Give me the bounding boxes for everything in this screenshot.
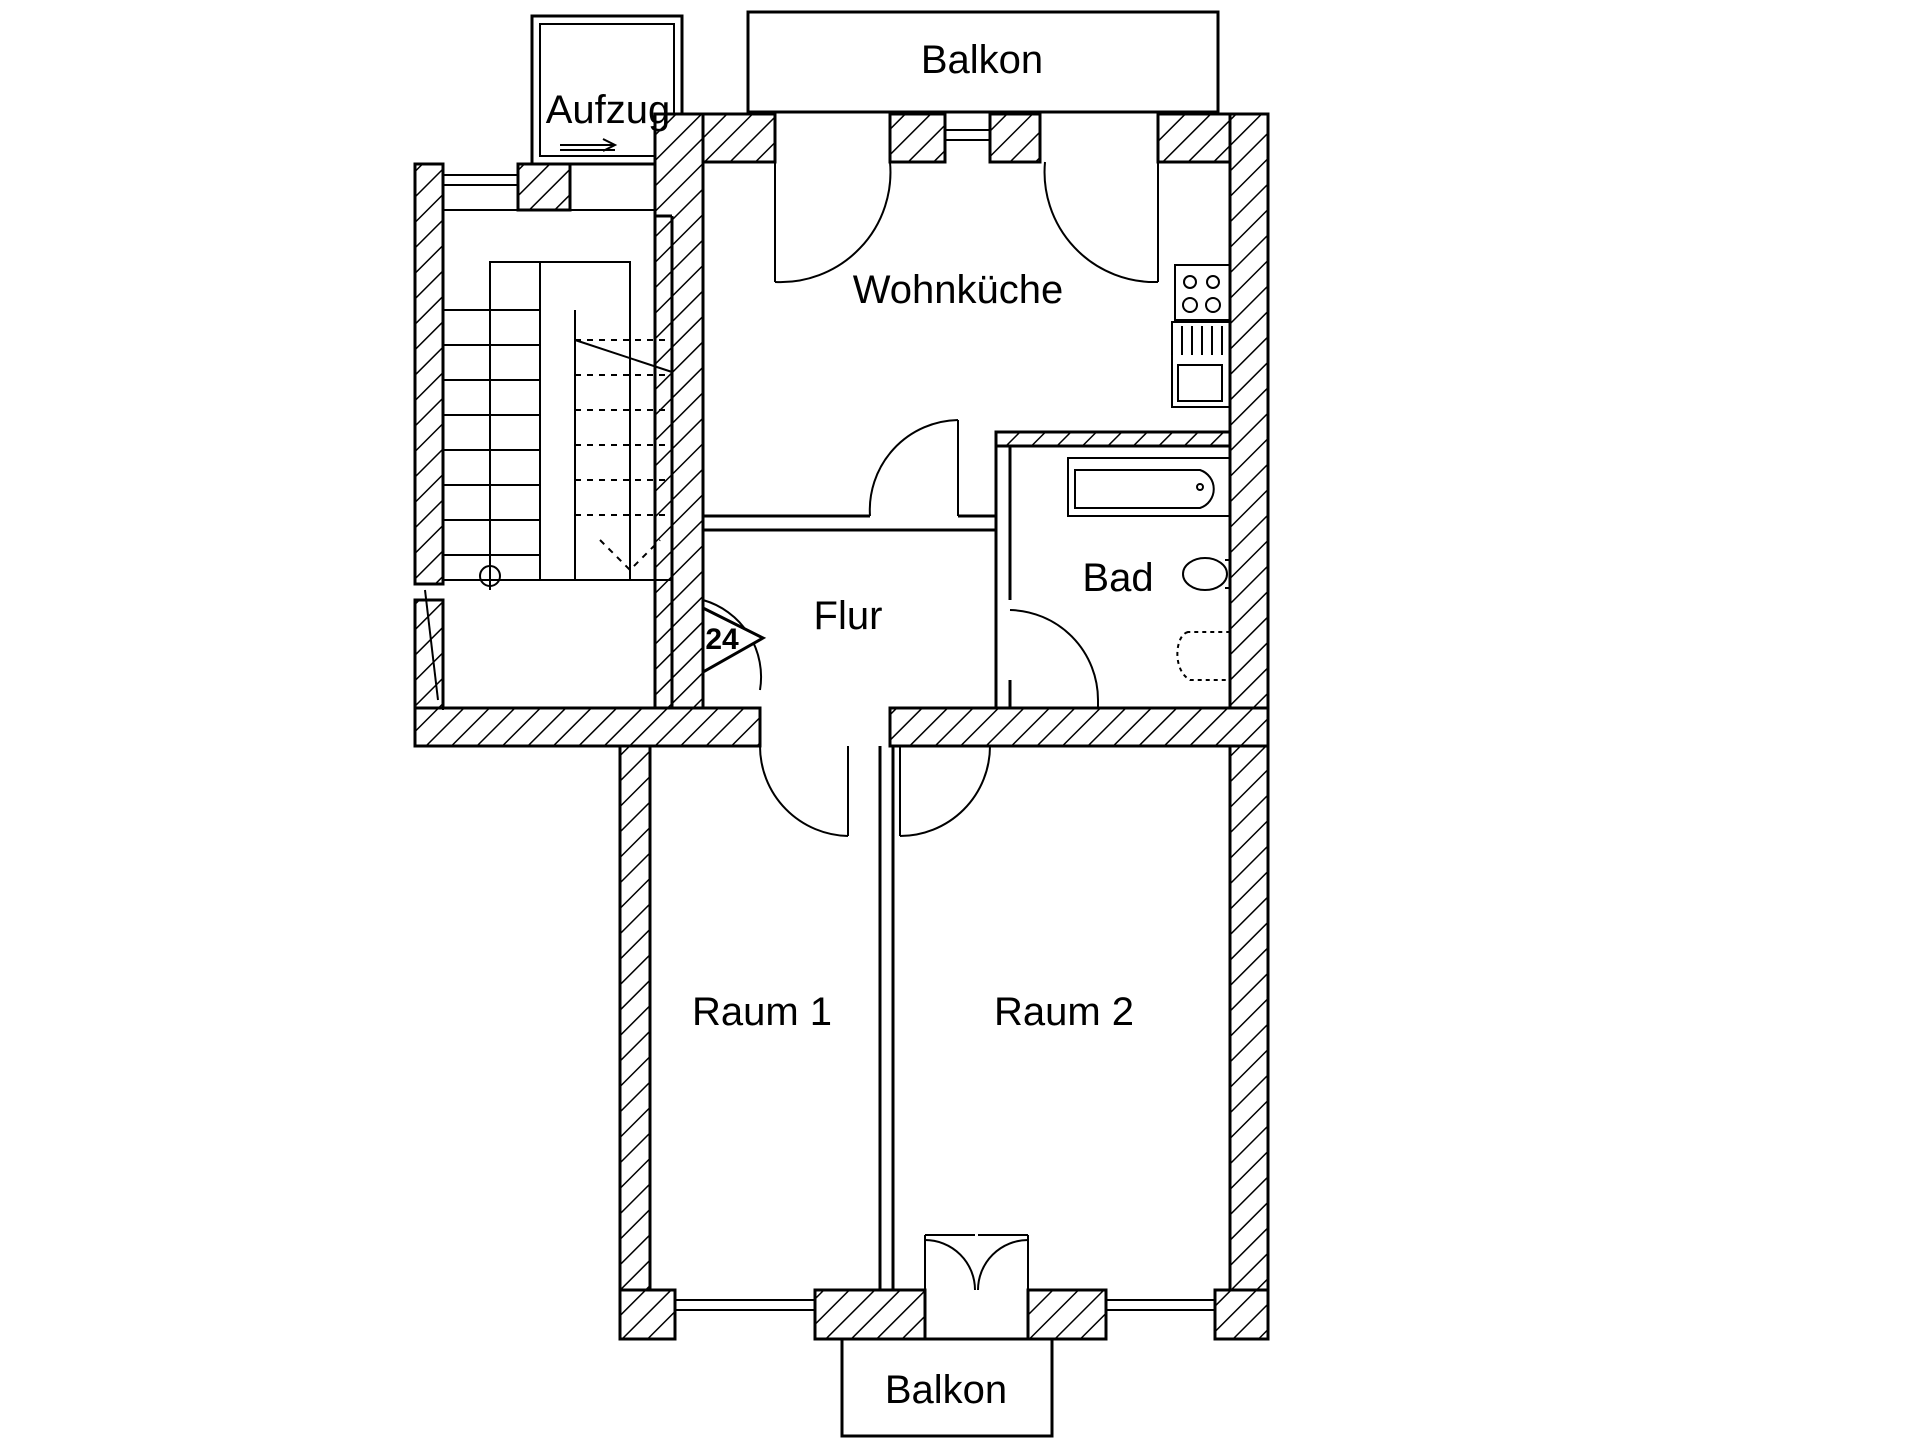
stove-icon <box>1174 264 1231 321</box>
entrance-marker-icon <box>701 605 767 675</box>
room-label-raum1: Raum 1 <box>691 990 833 1034</box>
entrance-number: 24 <box>705 623 739 656</box>
elevator-arrow <box>560 138 618 152</box>
room-label-aufzug: Aufzug <box>545 88 671 132</box>
room-label-raum2: Raum 2 <box>993 990 1135 1034</box>
bathtub-icon <box>1067 457 1231 517</box>
staircase <box>424 209 673 710</box>
room-label-balkon-bottom: Balkon <box>884 1368 1008 1412</box>
sink-icon <box>1171 321 1231 408</box>
outer-walls <box>413 112 1270 1341</box>
balcony-bottom <box>840 1337 1054 1438</box>
room-label-bad: Bad <box>1082 556 1154 600</box>
room-label-wohnkueche: Wohnküche <box>852 268 1064 312</box>
washbasin-icon <box>1182 557 1230 591</box>
inner-walls <box>648 214 1232 1290</box>
windows <box>442 129 1216 1311</box>
toilet-icon <box>1176 631 1231 681</box>
room-label-balkon-top: Balkon <box>920 38 1044 82</box>
elevator-shaft <box>530 14 684 166</box>
balcony-top <box>746 10 1220 114</box>
room-label-flur: Flur <box>813 594 883 638</box>
